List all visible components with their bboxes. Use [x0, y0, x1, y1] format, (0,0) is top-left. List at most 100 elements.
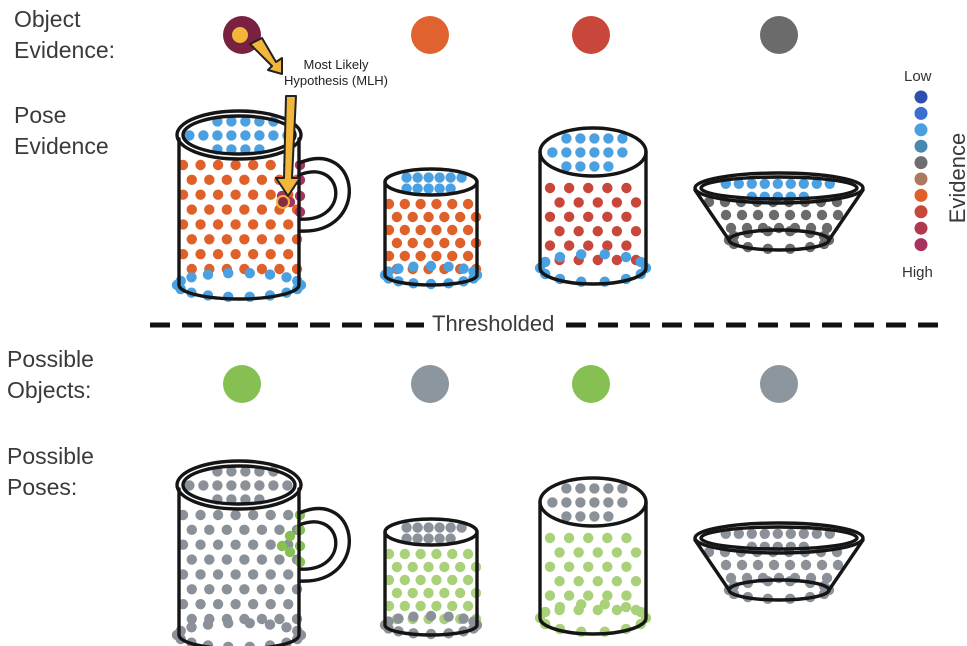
- mug-body-dot: [265, 190, 275, 200]
- cylinder-top-dot: [561, 497, 571, 507]
- cylinder-body-dot: [564, 590, 574, 600]
- can-top-dot: [401, 172, 411, 182]
- mug-body-dot: [274, 614, 284, 624]
- can-body-dot: [447, 549, 457, 559]
- possible-object-dot-cylinder: [572, 365, 610, 403]
- bowl-shape: [695, 523, 863, 604]
- mug-body-dot: [239, 554, 249, 564]
- cylinder-top-dot: [575, 497, 585, 507]
- mug-body-dot: [187, 234, 197, 244]
- mug-top-dot: [198, 130, 208, 140]
- cylinder-rim-dot: [555, 602, 565, 612]
- mug-body-dot: [195, 190, 205, 200]
- mug-body-dot: [213, 599, 223, 609]
- can-body-dot: [447, 575, 457, 585]
- mug-body-dot: [257, 584, 267, 594]
- cylinder-top-dot: [547, 497, 557, 507]
- bowl-rim-dot: [747, 179, 757, 189]
- can-top-dot: [423, 533, 433, 543]
- bowl-rim-dot: [773, 179, 783, 189]
- mug-body-dot: [239, 584, 249, 594]
- cylinder-rim-dot: [555, 252, 565, 262]
- cylinder-body-dot: [545, 183, 555, 193]
- cylinder-top-dot: [575, 133, 585, 143]
- cylinder-body-dot: [554, 197, 564, 207]
- can-body-dot: [463, 251, 473, 261]
- mug-body-dot: [265, 569, 275, 579]
- cylinder-top-dot: [589, 133, 599, 143]
- object-evidence-row: [223, 16, 798, 54]
- can-body-dot: [400, 549, 410, 559]
- can-top-dot: [412, 533, 422, 543]
- cylinder-top-dot: [603, 497, 613, 507]
- mug-body-dot: [265, 219, 275, 229]
- mug-body-dot: [230, 510, 240, 520]
- can-rim-dot: [458, 263, 468, 273]
- mug-body-dot: [274, 525, 284, 535]
- can-rim-dot: [443, 611, 453, 621]
- cylinder-body-dot: [583, 590, 593, 600]
- can-body-dot: [431, 575, 441, 585]
- mug-rim-dot: [281, 272, 291, 282]
- mug-rim-dot: [245, 268, 255, 278]
- cylinder-body-dot: [612, 255, 622, 265]
- can-body-dot: [415, 601, 425, 611]
- cylinder-top-dot: [603, 511, 613, 521]
- mug-body-dot: [213, 190, 223, 200]
- mug-body-dot: [195, 219, 205, 229]
- can-rim-dot: [426, 261, 436, 271]
- mug-body-dot: [187, 204, 197, 214]
- can-top-dot: [412, 522, 422, 532]
- mug-top-dot: [226, 130, 236, 140]
- legend-dot: [915, 107, 928, 120]
- mug-body-dot: [230, 190, 240, 200]
- bowl-body-dot: [721, 560, 731, 570]
- can-body-dot: [408, 562, 418, 572]
- can-body-dot: [392, 588, 402, 598]
- mug-top-dot: [268, 480, 278, 490]
- cylinder-rim-dot: [621, 602, 631, 612]
- mug-body-dot: [265, 540, 275, 550]
- cylinder-body-dot: [564, 562, 574, 572]
- can-body-dot: [415, 225, 425, 235]
- cylinder-body-dot: [621, 562, 631, 572]
- mug-body-dot: [222, 525, 232, 535]
- can-body-dot: [400, 575, 410, 585]
- legend-high-label: High: [902, 264, 933, 281]
- can-top-dot: [412, 172, 422, 182]
- mug-body-dot: [239, 204, 249, 214]
- mug-body-dot: [274, 554, 284, 564]
- cylinder-body-dot: [554, 576, 564, 586]
- cylinder-body-dot: [573, 576, 583, 586]
- cylinder-top-dot: [575, 511, 585, 521]
- mug-body-dot: [248, 160, 258, 170]
- bowl-rim-dot: [799, 529, 809, 539]
- mug-body-dot: [195, 599, 205, 609]
- can-body-dot: [439, 238, 449, 248]
- cylinder-rim-dot: [576, 599, 586, 609]
- cylinder-top-dot: [589, 483, 599, 493]
- can-body-dot: [431, 225, 441, 235]
- cylinder-body-dot: [583, 240, 593, 250]
- can-rim-dot: [458, 613, 468, 623]
- mug-body-dot: [274, 264, 284, 274]
- mug-body-dot: [187, 554, 197, 564]
- mug-body-dot: [283, 510, 293, 520]
- cylinder-body-dot: [545, 212, 555, 222]
- can-body-dot: [431, 549, 441, 559]
- mlh-annotation: Most LikelyHypothesis (MLH): [265, 57, 407, 89]
- mug-top-dot: [254, 480, 264, 490]
- mug-body-dot: [204, 234, 214, 244]
- object-evidence-label: ObjectEvidence:: [14, 4, 115, 66]
- can-body-dot: [400, 601, 410, 611]
- cylinder-body-dot: [602, 562, 612, 572]
- mug-rim-dot: [186, 622, 196, 632]
- mug-body-dot: [265, 160, 275, 170]
- can-body-dot: [431, 199, 441, 209]
- cylinder-shape: [535, 478, 651, 637]
- legend-dot: [915, 91, 928, 104]
- cylinder-body-dot: [554, 547, 564, 557]
- mug-shape: [172, 111, 350, 302]
- mug-rim-dot: [203, 619, 213, 629]
- cylinder-body-dot: [631, 197, 641, 207]
